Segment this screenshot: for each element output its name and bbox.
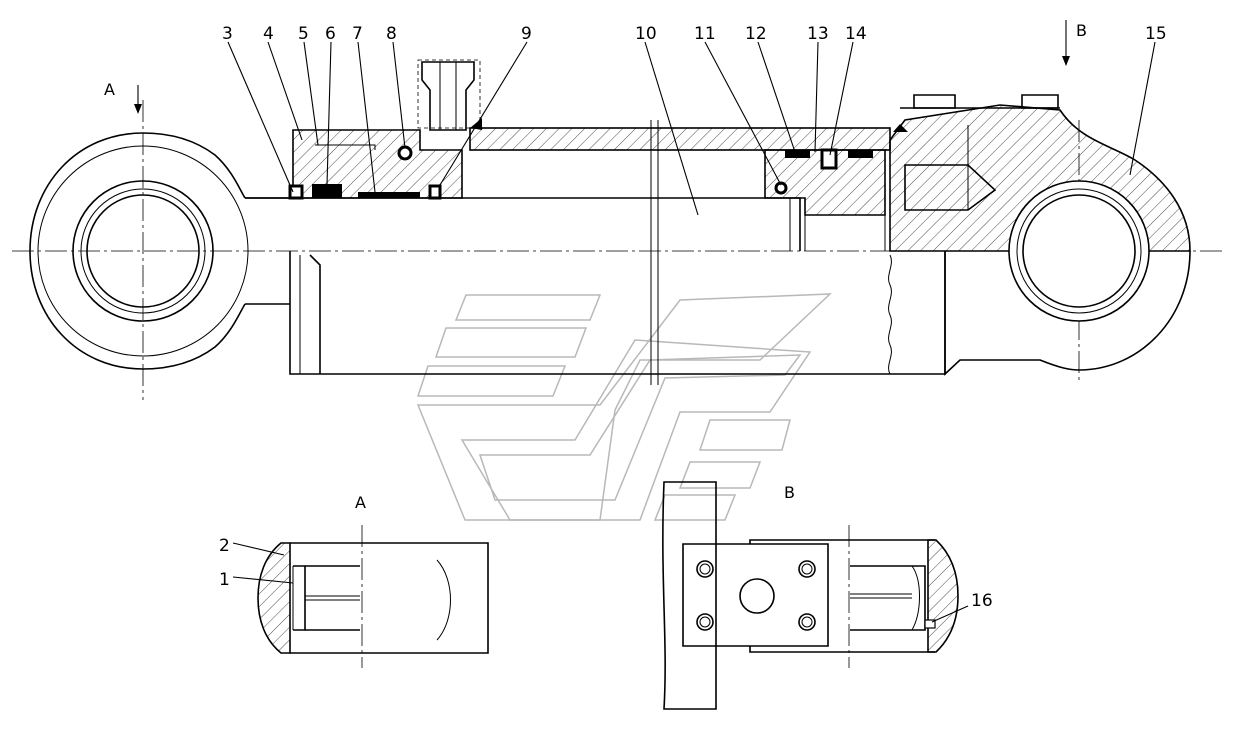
callout-13: 13	[807, 24, 829, 44]
watermark-logo	[416, 293, 832, 521]
section-arrow-b	[1062, 20, 1070, 66]
oil-port	[417, 59, 482, 131]
callout-3: 3	[222, 24, 233, 44]
gland	[288, 129, 463, 200]
rod-end-eye	[29, 132, 290, 370]
detail-view-a	[232, 525, 489, 668]
detail-view-b	[662, 481, 969, 710]
view-label-b: B	[1076, 21, 1087, 40]
detail-label-a: A	[355, 493, 366, 512]
piston	[764, 148, 886, 251]
piston-rod	[245, 197, 801, 251]
section-arrow-a	[134, 85, 142, 114]
callout-8: 8	[386, 24, 397, 44]
callout-15: 15	[1145, 24, 1167, 44]
callout-12: 12	[745, 24, 767, 44]
cylinder-base	[889, 94, 1191, 376]
callout-9: 9	[521, 24, 532, 44]
callout-11: 11	[694, 24, 716, 44]
callout-4: 4	[263, 24, 274, 44]
view-label-a: A	[104, 80, 115, 99]
detail-label-b: B	[784, 483, 795, 502]
leader-lines	[227, 41, 1156, 216]
callout-5: 5	[298, 24, 309, 44]
callout-7: 7	[352, 24, 363, 44]
callout-14: 14	[845, 24, 867, 44]
cylinder-tube	[289, 120, 946, 385]
callout-1: 1	[219, 570, 230, 590]
callout-16: 16	[971, 591, 993, 611]
callout-10: 10	[635, 24, 657, 44]
callout-6: 6	[325, 24, 336, 44]
callout-2: 2	[219, 536, 230, 556]
